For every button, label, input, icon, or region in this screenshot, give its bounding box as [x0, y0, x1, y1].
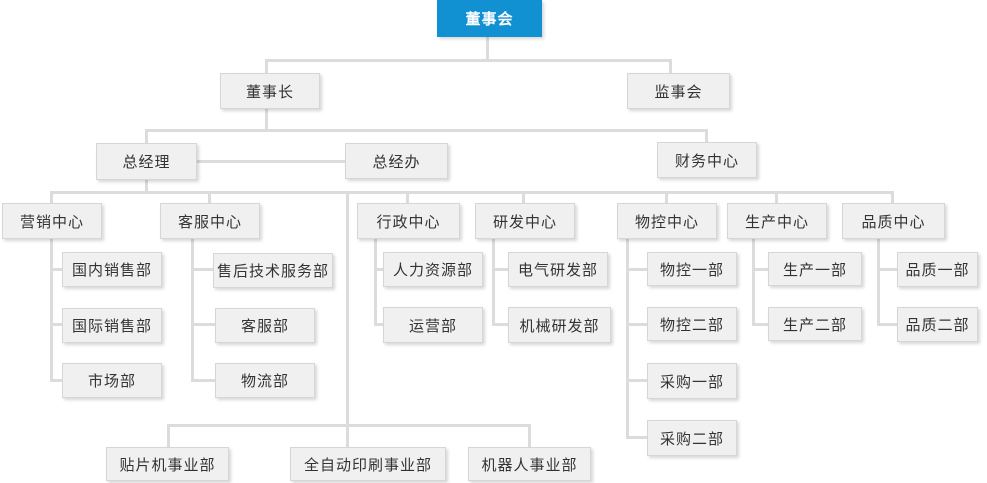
connector-line [191, 239, 194, 381]
org-node-material-dept2: 物控二部 [647, 307, 737, 341]
org-node-production-dept2: 生产二部 [768, 307, 862, 341]
connector-line [669, 59, 672, 74]
org-node-board: 董事会 [437, 0, 542, 37]
connector-line [50, 191, 894, 194]
connector-line [191, 379, 215, 382]
org-node-material-dept1: 物控一部 [647, 252, 737, 286]
connector-line [492, 239, 495, 325]
connector-line [374, 268, 383, 271]
connector-line [191, 323, 215, 326]
connector-line [50, 379, 62, 382]
org-node-supervisory-board: 监事会 [627, 73, 730, 109]
org-node-electrical-rd: 电气研发部 [508, 252, 608, 287]
org-node-printing-division: 全自动印刷事业部 [290, 447, 446, 481]
org-node-aftersales-tech: 售后技术服务部 [213, 253, 333, 288]
connector-line [705, 129, 708, 143]
connector-line [522, 191, 525, 204]
org-node-quality-center: 品质中心 [842, 203, 945, 239]
org-node-purchase-dept2: 采购二部 [647, 420, 737, 456]
org-node-production-center: 生产中心 [727, 203, 827, 239]
connector-line [265, 59, 268, 74]
connector-line [191, 268, 213, 271]
org-node-operations-dept: 运营部 [383, 307, 483, 343]
org-node-general-manager: 总经理 [96, 143, 197, 180]
org-node-quality-dept1: 品质一部 [897, 252, 978, 287]
org-node-logistics: 物流部 [215, 363, 315, 398]
connector-line [492, 323, 508, 326]
connector-line [752, 323, 768, 326]
org-node-purchase-dept1: 采购一部 [647, 363, 737, 399]
org-node-hr-dept: 人力资源部 [383, 252, 483, 287]
connector-line [406, 191, 409, 204]
org-node-mechanical-rd: 机械研发部 [508, 307, 611, 343]
connector-line [626, 323, 647, 326]
org-node-gm-office: 总经办 [345, 143, 448, 179]
org-node-finance-center: 财务中心 [657, 142, 757, 178]
connector-line [877, 239, 880, 325]
org-node-intl-sales: 国际销售部 [62, 308, 162, 343]
connector-line [891, 191, 894, 204]
org-node-customer-service: 客服部 [215, 308, 315, 343]
org-node-robot-division: 机器人事业部 [468, 447, 591, 481]
connector-line [752, 268, 768, 271]
org-node-marketing-center: 营销中心 [2, 203, 102, 239]
connector-line [346, 191, 349, 448]
connector-line [167, 424, 531, 427]
connector-line [626, 239, 629, 438]
connector-line [626, 268, 647, 271]
connector-line [626, 436, 647, 439]
connector-line [265, 59, 672, 62]
connector-line [374, 239, 377, 325]
org-node-production-dept1: 生产一部 [768, 252, 862, 286]
connector-line [528, 424, 531, 448]
connector-line [665, 191, 668, 204]
connector-line [50, 191, 53, 204]
connector-line [167, 424, 170, 448]
connector-line [145, 129, 708, 132]
connector-line [208, 191, 211, 204]
connector-line [492, 268, 508, 271]
org-node-domestic-sales: 国内销售部 [62, 252, 162, 287]
connector-line [145, 129, 148, 144]
connector-line [50, 323, 62, 326]
org-node-material-center: 物控中心 [617, 203, 717, 239]
connector-line [752, 239, 755, 325]
connector-line [145, 179, 148, 192]
connector-line [486, 37, 489, 61]
connector-line [877, 323, 897, 326]
org-node-service-center: 客服中心 [160, 203, 260, 239]
org-node-rd-center: 研发中心 [475, 203, 575, 239]
connector-line [265, 108, 268, 131]
connector-line [775, 191, 778, 204]
connector-line [50, 268, 62, 271]
connector-line [374, 323, 383, 326]
connector-line [50, 239, 53, 381]
org-node-market-dept: 市场部 [62, 363, 162, 398]
org-node-smt-division: 贴片机事业部 [106, 447, 229, 481]
connector-line [626, 379, 647, 382]
connector-line [877, 268, 897, 271]
connector-line [196, 160, 345, 163]
org-node-chairman: 董事长 [220, 73, 320, 109]
org-node-quality-dept2: 品质二部 [897, 307, 978, 342]
org-node-admin-center: 行政中心 [357, 203, 460, 239]
